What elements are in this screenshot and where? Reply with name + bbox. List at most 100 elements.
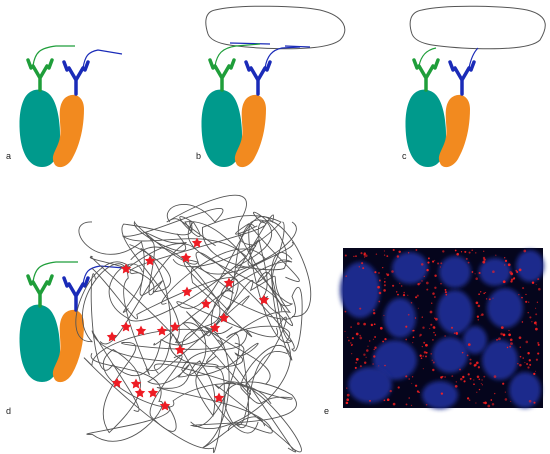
- pla-dot: [451, 375, 454, 377]
- circular-oligo: [205, 5, 346, 50]
- pla-dot: [537, 278, 540, 281]
- pla-dot: [444, 335, 446, 337]
- pla-dot: [440, 376, 443, 379]
- pla-dot: [480, 383, 482, 385]
- pla-dot: [397, 293, 399, 296]
- pla-dot: [382, 340, 384, 343]
- pla-dot: [535, 307, 537, 309]
- rca-strand: [189, 325, 297, 429]
- pla-dot: [344, 330, 346, 332]
- pla-dot: [363, 253, 366, 256]
- pla-dot: [504, 391, 506, 393]
- star-signal-icon: [180, 252, 192, 263]
- pla-dot: [397, 386, 400, 389]
- pla-dot: [510, 272, 514, 276]
- pla-dot: [363, 256, 366, 258]
- pla-dot: [528, 399, 532, 403]
- nucleus: [422, 381, 458, 409]
- pla-dot: [460, 251, 463, 253]
- antibody-y-icon: [448, 47, 479, 96]
- pla-dot: [431, 302, 433, 304]
- pla-dot: [434, 274, 437, 277]
- pla-dot: [469, 377, 472, 380]
- pla-dot: [383, 284, 386, 287]
- pla-dot: [495, 254, 497, 256]
- rca-strand: [86, 352, 183, 442]
- pla-dot: [405, 325, 408, 328]
- pla-dot: [399, 282, 401, 284]
- pla-dot: [469, 362, 472, 365]
- pla-dot: [467, 261, 470, 264]
- pla-dot: [405, 403, 408, 406]
- pla-dot: [456, 252, 459, 256]
- pla-dot: [492, 297, 494, 299]
- pla-dot: [531, 321, 533, 323]
- pla-dot: [476, 375, 480, 379]
- pla-dot: [524, 362, 526, 364]
- pla-dot: [528, 359, 531, 362]
- pla-dot: [363, 361, 367, 365]
- pla-dot: [392, 402, 396, 406]
- pla-dot: [455, 381, 457, 383]
- pla-dot: [434, 286, 437, 289]
- pla-dot: [519, 355, 522, 358]
- panel-label: a: [6, 151, 11, 161]
- pla-dot: [411, 329, 414, 332]
- rca-strand: [83, 328, 225, 453]
- pla-dot: [421, 316, 423, 318]
- pla-dot: [373, 309, 375, 311]
- pla-dot: [538, 287, 541, 291]
- pla-dot: [508, 329, 510, 332]
- pla-dot: [360, 252, 363, 255]
- pla-dot: [403, 291, 405, 294]
- pla-dot: [356, 322, 360, 325]
- pla-dot: [430, 323, 433, 326]
- pla-dot: [483, 292, 486, 295]
- rca-strand: [122, 221, 293, 327]
- pla-dot: [510, 278, 514, 281]
- pla-dot: [410, 301, 413, 304]
- nucleus: [439, 256, 471, 288]
- nucleus: [437, 290, 473, 334]
- rca-strand: [153, 259, 293, 404]
- pla-dot: [471, 271, 474, 273]
- pla-dot: [372, 338, 374, 340]
- pla-dot: [485, 298, 488, 300]
- pla-dot: [469, 358, 472, 361]
- pla-dot: [382, 266, 384, 269]
- panel-b: b: [196, 5, 346, 168]
- pla-dot: [354, 366, 357, 369]
- star-signal-icon: [200, 298, 212, 309]
- pla-dot: [493, 375, 497, 378]
- pla-dot: [414, 317, 417, 319]
- pla-dot: [432, 339, 434, 341]
- rca-strand: [186, 275, 292, 385]
- pla-dot: [504, 257, 506, 259]
- pla-dot: [475, 277, 478, 280]
- pla-dot: [535, 284, 537, 286]
- pla-dot: [373, 348, 375, 351]
- pla-dot: [431, 359, 434, 362]
- pla-dot: [531, 281, 535, 284]
- pla-dot: [467, 373, 470, 376]
- rca-strand: [202, 326, 302, 453]
- pla-dot: [518, 268, 522, 272]
- pla-dot: [518, 336, 522, 340]
- pla-dot: [500, 326, 504, 329]
- pla-dot: [432, 260, 435, 263]
- pla-dot: [440, 262, 443, 265]
- pla-dot: [425, 355, 427, 358]
- pla-dot: [463, 380, 466, 383]
- pla-dot: [471, 249, 473, 252]
- nucleus: [463, 326, 487, 354]
- pla-dot: [389, 389, 392, 393]
- panel-label: b: [196, 151, 201, 161]
- rca-strand: [134, 219, 273, 311]
- pla-dot: [444, 288, 447, 291]
- pla-dot: [473, 383, 475, 386]
- pla-dot: [425, 281, 429, 285]
- pla-dot: [461, 351, 464, 354]
- pla-dot: [504, 264, 506, 266]
- pla-dot: [374, 271, 377, 274]
- pla-dot: [378, 300, 381, 303]
